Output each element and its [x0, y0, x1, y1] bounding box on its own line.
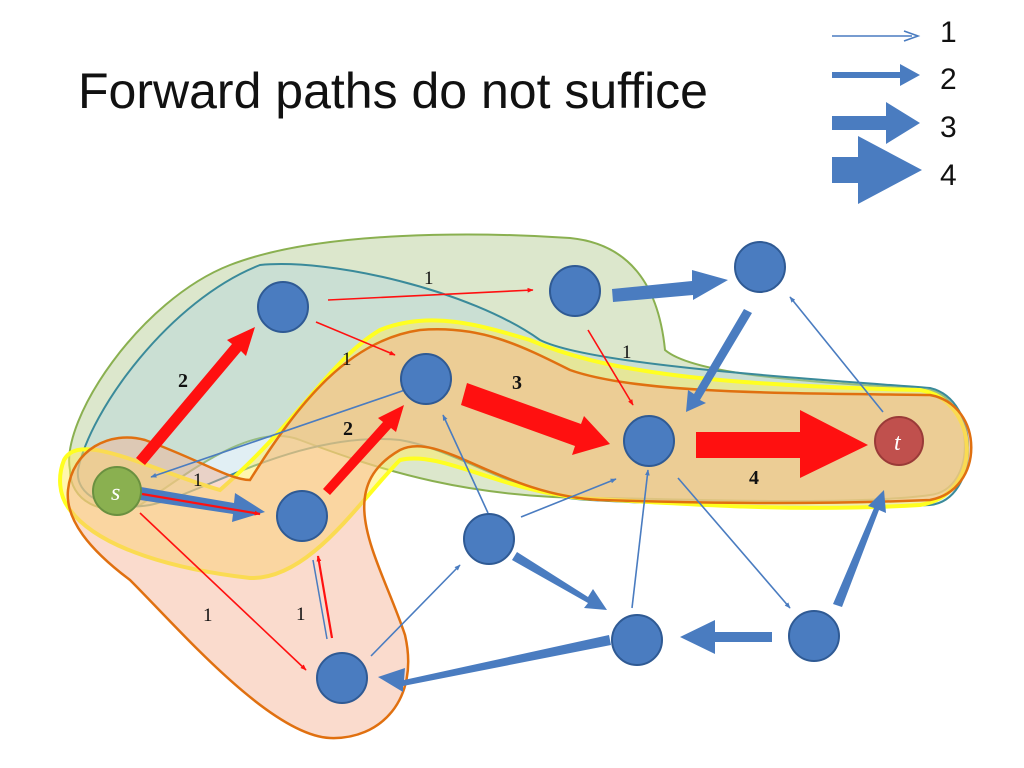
- edge-v5-v10-thick: [512, 552, 607, 610]
- source-label: s: [111, 480, 120, 506]
- edge-label-mid-node: 1: [342, 349, 352, 370]
- legend-arrow-2: [832, 64, 920, 86]
- legend-label-3: 3: [940, 111, 957, 144]
- edge-label-bottom-up-red: 1: [296, 604, 306, 625]
- flow-s-v1: [136, 327, 255, 465]
- edge-v10-v4-thick: [378, 635, 611, 692]
- edge-label-right-big-red: 4: [749, 467, 759, 489]
- nodes: [92, 241, 924, 704]
- edge-top-thick: [612, 270, 728, 302]
- node-v6: [623, 415, 675, 467]
- node-v5: [463, 513, 515, 565]
- node-v1: [257, 281, 309, 333]
- edge-label-s-down-red: 1: [203, 605, 213, 626]
- slide-title: Forward paths do not suffice: [78, 63, 708, 119]
- node-source: [92, 466, 142, 516]
- node-sink: [874, 416, 924, 466]
- edge-label-top-right-down: 1: [622, 342, 632, 363]
- edge-v8-v6-thick: [686, 309, 752, 412]
- flow-v6-t: [696, 410, 868, 478]
- legend-arrow-1: [832, 30, 921, 42]
- flow-v3-v2: [323, 405, 404, 495]
- legend-arrow-4: [832, 136, 922, 204]
- legend-label-2: 2: [940, 63, 957, 96]
- edge-label-center-big-red: 3: [512, 372, 522, 394]
- legend-arrow-3: [832, 102, 920, 144]
- edge-label-top-red: 1: [424, 268, 434, 289]
- edge-v11-v10-thick: [680, 620, 772, 654]
- legend-label-1: 1: [940, 16, 957, 49]
- sink-label: t: [894, 430, 902, 456]
- flow-v2-v6: [461, 383, 610, 455]
- node-v10: [611, 614, 663, 666]
- node-v7: [549, 265, 601, 317]
- edge-label-mid-up-red: 2: [343, 418, 353, 440]
- edge-label-s-blue-back: 1: [193, 470, 203, 491]
- edge-v11-t-thick: [833, 490, 886, 607]
- edge-label-left-up-red: 2: [178, 370, 188, 392]
- legend-label-4: 4: [940, 159, 957, 192]
- node-v11: [788, 610, 840, 662]
- node-v8: [734, 241, 786, 293]
- flow-edges: [136, 287, 868, 671]
- node-v4: [316, 652, 368, 704]
- node-v2: [400, 353, 452, 405]
- node-v3: [276, 490, 328, 542]
